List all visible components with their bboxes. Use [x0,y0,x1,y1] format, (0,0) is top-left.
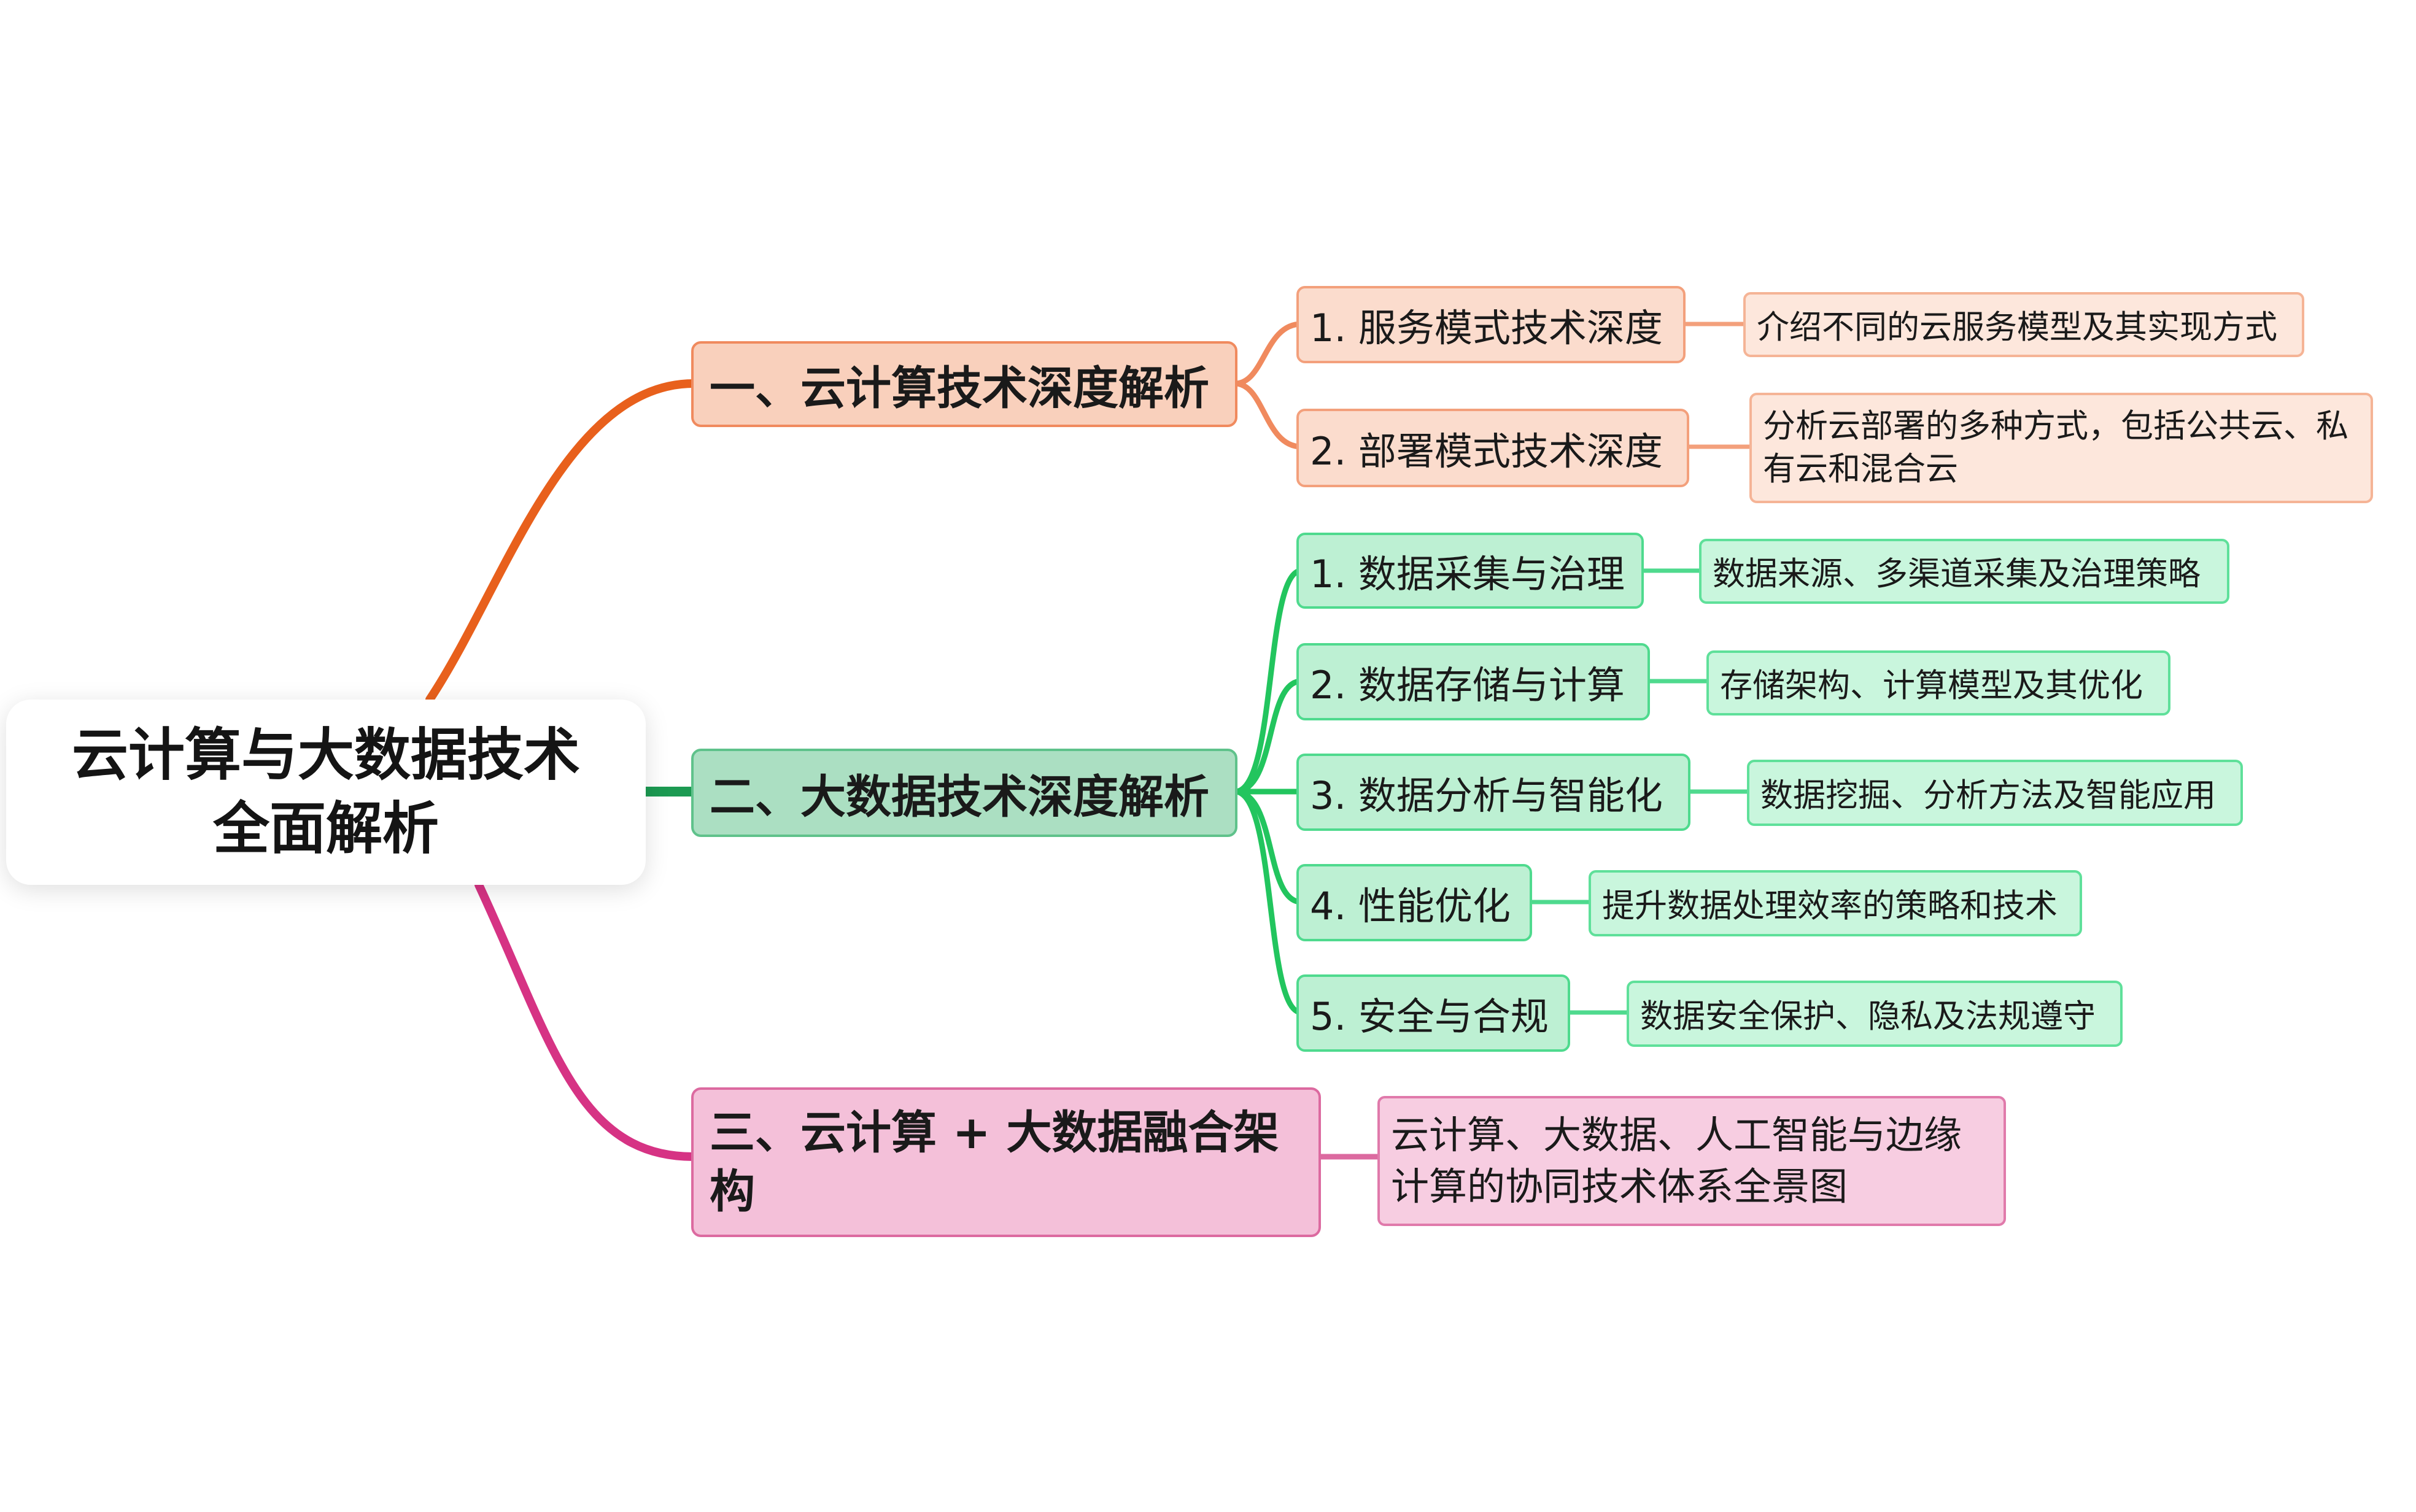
note-text: 数据安全保护、隐私及法规遵守 [1640,998,2096,1035]
note-security[interactable]: 数据安全保护、隐私及法规遵守 [1627,981,2123,1047]
note-text: 介绍不同的云服务模型及其实现方式 [1757,309,2277,346]
sub-topic-performance[interactable]: 4. 性能优化 [1296,864,1532,941]
sub-topic-data-collection[interactable]: 1. 数据采集与治理 [1296,533,1644,609]
note-text: 数据挖掘、分析方法及智能应用 [1760,777,2216,814]
branch-label: 一、云计算技术深度解析 [710,361,1209,415]
note-text: 分析云部署的多种方式，包括公共云、私有云和混合云 [1763,407,2348,488]
connector-branch-2-sub-1 [1234,568,1303,795]
sub-topic-deployment-model[interactable]: 2. 部署模式技术深度 [1296,409,1689,487]
sub-topic-label: 1. 服务模式技术深度 [1310,306,1663,350]
branch-fusion-architecture[interactable]: 三、云计算 + 大数据融合架构 [691,1087,1321,1237]
root-title-line-1: 云计算与大数据技术 [71,722,580,789]
note-data-collection[interactable]: 数据来源、多渠道采集及治理策略 [1699,539,2229,604]
note-data-analysis[interactable]: 数据挖掘、分析方法及智能应用 [1747,760,2243,826]
sub-topic-data-storage[interactable]: 2. 数据存储与计算 [1296,643,1650,720]
note-text: 存储架构、计算模型及其优化 [1720,667,2143,704]
sub-topic-label: 1. 数据采集与治理 [1310,552,1625,596]
note-text: 云计算、大数据、人工智能与边缘计算的协同技术体系全景图 [1391,1113,1962,1209]
note-fusion-architecture[interactable]: 云计算、大数据、人工智能与边缘计算的协同技术体系全景图 [1377,1096,2006,1226]
connector-branch-2-sub-5 [1234,789,1303,1016]
branch-cloud-computing[interactable]: 一、云计算技术深度解析 [691,341,1237,427]
connector-branch-1-sub-2 [1234,380,1302,450]
root-topic[interactable]: 云计算与大数据技术 全面解析 [6,700,646,885]
sub-topic-data-analysis[interactable]: 3. 数据分析与智能化 [1296,754,1690,831]
note-service-model[interactable]: 介绍不同的云服务模型及其实现方式 [1743,292,2304,357]
connector-root-branch-3 [474,881,698,1161]
branch-label: 三、云计算 + 大数据融合架构 [710,1106,1279,1218]
sub-topic-label: 5. 安全与合规 [1310,994,1549,1039]
sub-topic-security[interactable]: 5. 安全与合规 [1296,974,1570,1052]
note-performance[interactable]: 提升数据处理效率的策略和技术 [1589,870,2082,936]
connector-branch-1-sub-1 [1234,321,1302,387]
sub-topic-label: 2. 部署模式技术深度 [1310,429,1663,474]
note-data-storage[interactable]: 存储架构、计算模型及其优化 [1706,650,2170,716]
sub-topic-label: 2. 数据存储与计算 [1310,663,1625,708]
branch-big-data[interactable]: 二、大数据技术深度解析 [691,749,1237,837]
note-deployment-model[interactable]: 分析云部署的多种方式，包括公共云、私有云和混合云 [1749,393,2373,503]
branch-label: 二、大数据技术深度解析 [710,770,1209,824]
sub-topic-label: 3. 数据分析与智能化 [1310,773,1663,818]
note-text: 数据来源、多渠道采集及治理策略 [1713,555,2201,593]
note-text: 提升数据处理效率的策略和技术 [1602,887,2058,925]
root-title-line-2: 全面解析 [212,796,439,862]
sub-topic-service-model[interactable]: 1. 服务模式技术深度 [1296,286,1686,363]
connector-branch-2-sub-2 [1234,678,1302,795]
sub-topic-label: 4. 性能优化 [1310,884,1511,928]
connector-root-branch-1 [425,379,698,704]
